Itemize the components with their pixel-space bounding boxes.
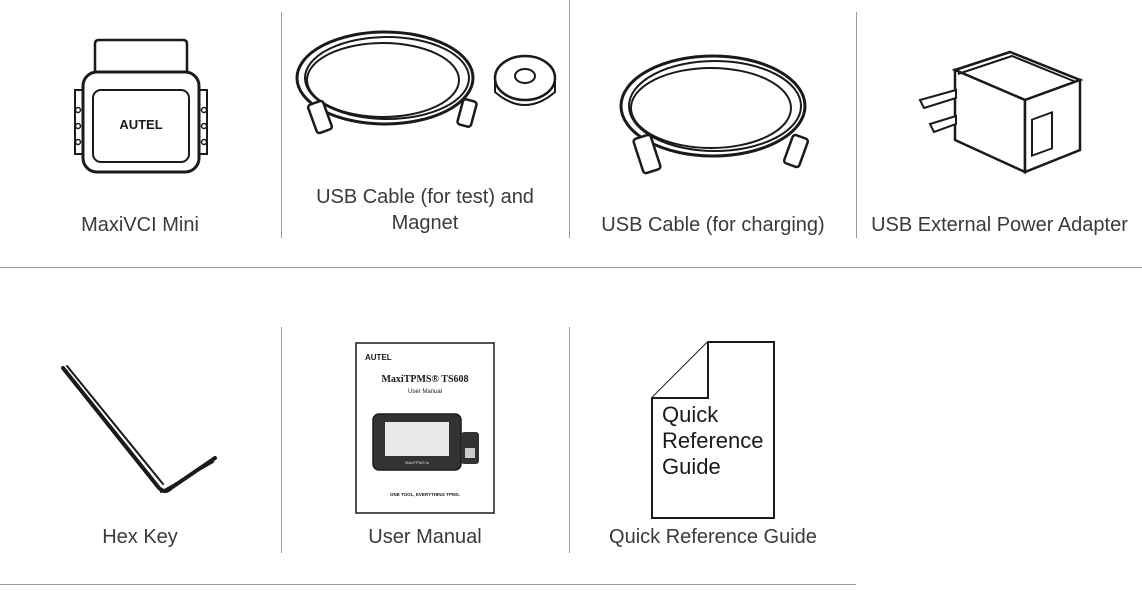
usb-cable-icon: [295, 30, 557, 135]
item-usb-power-adapter: USB External Power Adapter: [857, 0, 1142, 266]
doc-line-2: Reference: [662, 428, 764, 453]
caption-hex-key: Hex Key: [102, 526, 178, 548]
obd-adapter-icon: AUTEL: [74, 38, 208, 174]
manual-subtitle: User Manual: [408, 389, 442, 395]
hex-key-icon: [61, 365, 217, 493]
doc-line-3: Guide: [662, 454, 721, 479]
manual-brand: AUTEL: [365, 353, 392, 362]
quick-reference-illustration: Quick Reference Guide: [570, 340, 856, 520]
power-adapter-icon: [918, 50, 1084, 174]
usb-cable-charging-illustration: [570, 40, 856, 190]
caption-maxivci-mini: MaxiVCI Mini: [81, 214, 199, 236]
caption-usb-power-adapter: USB External Power Adapter: [871, 214, 1128, 236]
item-quick-reference-guide: Quick Reference Guide Quick Reference Gu…: [570, 300, 856, 560]
user-manual-illustration: AUTEL MaxiTPMS® TS608 User Manual MaxiTP…: [282, 342, 568, 514]
divider: [281, 12, 282, 238]
row-divider: [0, 267, 1142, 268]
divider: [856, 12, 857, 238]
item-maxivci-mini: AUTEL MaxiVCI Mini: [0, 0, 280, 266]
device-brand-text: AUTEL: [119, 117, 162, 132]
manual-title: MaxiTPMS® TS608: [381, 374, 468, 385]
usb-cable-magnet-illustration: [282, 18, 568, 148]
manual-cover-icon: AUTEL MaxiTPMS® TS608 User Manual MaxiTP…: [355, 342, 495, 514]
hex-key-illustration: [0, 360, 280, 500]
caption-quick-reference-guide: Quick Reference Guide: [609, 526, 817, 548]
manual-device-screen: MaxiTPMS ts: [405, 460, 429, 465]
document-icon: Quick Reference Guide: [651, 341, 775, 519]
item-hex-key: Hex Key: [0, 300, 280, 560]
item-usb-cable-charging: USB Cable (for charging): [570, 0, 856, 266]
caption-usb-cable-charging: USB Cable (for charging): [601, 214, 825, 236]
caption-usb-cable-test: USB Cable (for test) and Magnet: [316, 186, 534, 234]
divider: [569, 327, 570, 553]
manual-tagline: ONE TOOL, EVERYTHING TPMS.: [390, 492, 460, 497]
divider: [281, 327, 282, 553]
item-usb-cable-test-magnet: USB Cable (for test) and Magnet: [282, 0, 568, 266]
divider: [569, 0, 570, 238]
doc-line-1: Quick: [662, 402, 719, 427]
power-adapter-illustration: [857, 40, 1142, 190]
magnet-icon: [493, 54, 557, 106]
usb-cable-icon: [619, 54, 810, 175]
caption-user-manual: User Manual: [368, 526, 482, 548]
item-user-manual: AUTEL MaxiTPMS® TS608 User Manual MaxiTP…: [282, 300, 568, 560]
row-divider: [0, 584, 856, 585]
maxivci-mini-illustration: AUTEL: [0, 30, 280, 180]
